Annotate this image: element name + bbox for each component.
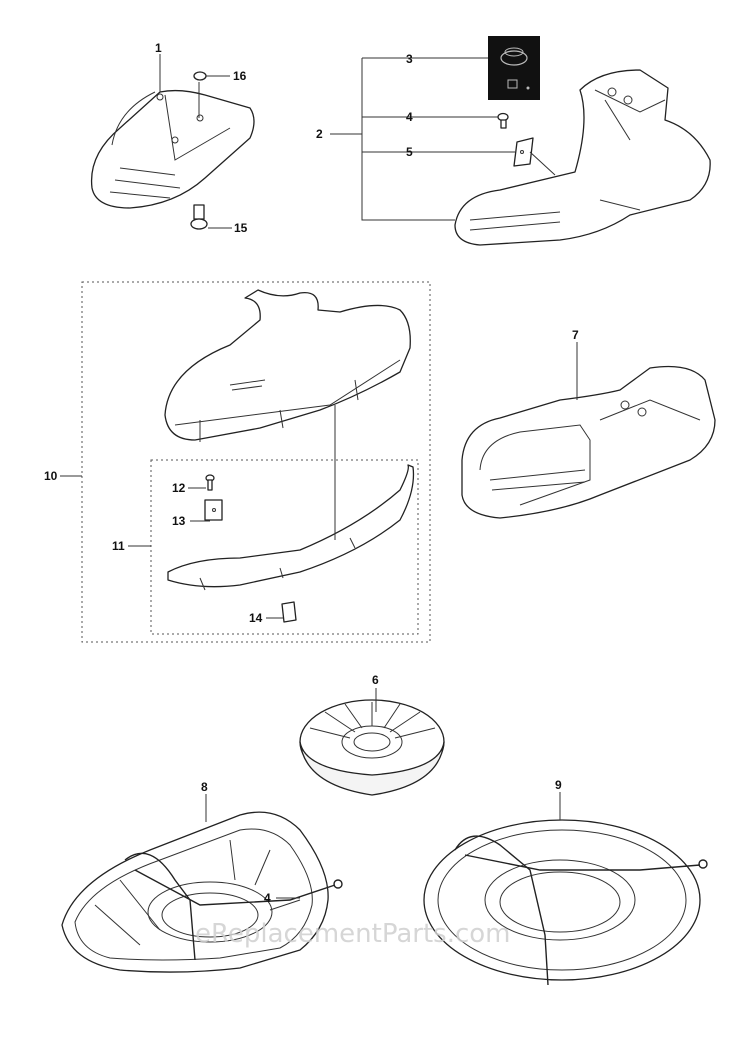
callout-9: 9 bbox=[555, 778, 562, 792]
assembly-10-box bbox=[81, 281, 431, 643]
callout-7: 7 bbox=[572, 328, 579, 342]
part-10-guard[interactable] bbox=[164, 289, 411, 442]
part-11-strip[interactable] bbox=[167, 464, 415, 591]
assembly-11-box bbox=[150, 459, 419, 635]
watermark: eReplacementParts.com bbox=[195, 919, 511, 949]
callout-16: 16 bbox=[233, 69, 247, 83]
part-12-screw[interactable] bbox=[205, 474, 215, 491]
part-14-clip[interactable] bbox=[281, 601, 297, 623]
callout-12: 12 bbox=[172, 481, 186, 495]
part-5-plate[interactable] bbox=[513, 137, 534, 167]
callout-13: 13 bbox=[172, 514, 186, 528]
callout-11: 11 bbox=[112, 539, 125, 553]
callout-14: 14 bbox=[249, 611, 263, 625]
part-8-shield[interactable] bbox=[61, 811, 343, 973]
callout-6: 6 bbox=[372, 673, 379, 687]
part-4-screw[interactable] bbox=[497, 112, 509, 129]
callout-15: 15 bbox=[234, 221, 248, 235]
part-6-cup[interactable] bbox=[299, 699, 445, 796]
part-15-screw[interactable] bbox=[190, 204, 208, 230]
callout-2: 2 bbox=[316, 127, 323, 141]
part-9-shield[interactable] bbox=[423, 819, 708, 986]
callout-8: 8 bbox=[201, 780, 208, 794]
callout-1: 1 bbox=[155, 41, 162, 55]
part-16-nut[interactable] bbox=[193, 71, 207, 81]
callout-5: 5 bbox=[406, 145, 413, 159]
part-13-plate[interactable] bbox=[204, 499, 223, 521]
callout-3: 3 bbox=[406, 52, 413, 66]
part-1-guard[interactable] bbox=[90, 89, 255, 209]
callout-10: 10 bbox=[44, 469, 58, 483]
part-2-guard[interactable] bbox=[454, 69, 711, 246]
part-3-thumbnail[interactable] bbox=[488, 36, 540, 100]
part-7-guard[interactable] bbox=[461, 365, 716, 519]
callout-4-bottom: 4 bbox=[264, 891, 271, 905]
callout-4-top: 4 bbox=[406, 110, 413, 124]
